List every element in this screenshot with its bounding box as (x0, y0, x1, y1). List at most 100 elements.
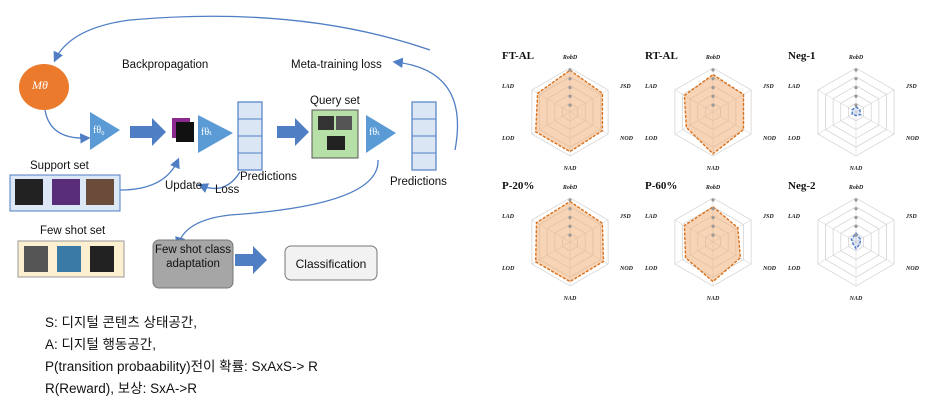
few-shot-class-label: Few shot class adaptation (154, 244, 232, 270)
radar-tick-dot (711, 103, 715, 107)
radar-chart (674, 67, 752, 157)
block-arrow-1 (130, 118, 166, 146)
radar-tick-dot (711, 233, 715, 237)
radar-spoke (817, 219, 857, 243)
notes-block: S: 디지털 콘텐츠 상태공간, A: 디지털 행동공간, P(transiti… (45, 312, 318, 400)
radar-tick-dot (854, 94, 858, 98)
radar-tick-dot (568, 103, 572, 107)
support-set-label: Support set (30, 160, 89, 172)
radar-series (683, 205, 742, 283)
radar-axis-label: RobD (705, 185, 721, 191)
radar-chart (817, 67, 895, 157)
block-arrow-2 (277, 118, 309, 146)
loss-label: Loss (215, 184, 240, 196)
classification-label: Classification (295, 257, 367, 271)
radar-axis-label: RobD (848, 55, 864, 61)
radar-spoke (817, 89, 857, 113)
radar-tick-dot (568, 207, 572, 211)
radar-chart (674, 197, 752, 287)
update-label: Update (165, 180, 203, 192)
radar-spoke (855, 89, 895, 113)
predictions-column-2 (411, 101, 437, 171)
radar-axis-label: JSD (763, 214, 774, 220)
radar-axis-label: NAD (849, 166, 863, 172)
predictions-label-2: Predictions (390, 176, 447, 188)
radar-title: FT-AL (502, 50, 534, 62)
meta-loss-label: Meta-training loss (291, 59, 382, 71)
radar-axis-label: NOD (906, 136, 919, 142)
radar-tick-dot (854, 77, 858, 81)
backprop-label: Backpropagation (122, 59, 209, 71)
radar-chart (817, 197, 895, 287)
m-theta-node (19, 64, 69, 110)
radar-axis-label: LOD (645, 266, 658, 272)
meta-learning-diagram (9, 15, 459, 289)
radar-series (683, 73, 745, 155)
radar-tick-dot (711, 68, 715, 72)
radar-tick-dot (568, 198, 572, 202)
radar-axis-label: NAD (706, 296, 720, 302)
radar-chart (531, 67, 609, 157)
radar-spoke (817, 241, 857, 265)
radar-tick-dot (711, 207, 715, 211)
m-to-f0-arrow (44, 109, 91, 144)
radar-axis-label: NAD (563, 166, 577, 172)
f-thetat2-node (366, 115, 396, 153)
radar-axis-label: LAD (645, 214, 657, 220)
radar-axis-label: LOD (645, 136, 658, 142)
radar-axis-label: NOD (620, 266, 633, 272)
radar-axis-label: NOD (763, 266, 776, 272)
predictions-column-1 (237, 101, 263, 171)
block-arrow-3 (235, 246, 267, 274)
predictions-label-1: Predictions (240, 171, 297, 183)
radar-axis-label: JSD (763, 84, 774, 90)
radar-tick-dot (568, 86, 572, 90)
backprop-arrow (53, 15, 431, 63)
radar-axis-label: NOD (620, 136, 633, 142)
radar-tick-dot (711, 198, 715, 202)
radar-tick-dot (854, 68, 858, 72)
radar-title: P-20% (502, 180, 535, 192)
radar-tick-dot (854, 224, 858, 228)
f-theta0-node (90, 112, 120, 150)
classification-box (284, 245, 378, 281)
radar-tick-dot (854, 233, 858, 237)
radar-chart (531, 197, 609, 287)
f-theta0-label: fθ₀ (93, 125, 105, 136)
radar-axis-label: RobD (705, 55, 721, 61)
few-shot-set-label: Few shot set (40, 225, 106, 237)
radar-tick-dot (854, 103, 858, 107)
loss-arrow (197, 171, 241, 193)
radar-axis-label: LAD (788, 84, 800, 90)
radar-tick-dot (568, 224, 572, 228)
radar-axis-label: RobD (848, 185, 864, 191)
radar-title: RT-AL (645, 50, 678, 62)
radar-axis-label: RobD (562, 185, 578, 191)
radar-tick-dot (854, 207, 858, 211)
f-thetat-label: fθₜ (201, 127, 212, 138)
radar-title: Neg-2 (788, 180, 816, 192)
radar-title: Neg-1 (788, 50, 816, 62)
radar-axis-label: JSD (620, 214, 631, 220)
radar-tick-dot (711, 224, 715, 228)
note-line: P(transition probaability)전이 확률: SxAxS->… (45, 359, 318, 374)
note-line: R(Reward), 보상: SxA->R (45, 381, 197, 396)
radar-tick-dot (568, 68, 572, 72)
radar-spoke (855, 219, 895, 243)
radar-tick-dot (854, 216, 858, 220)
f-thetat2-label: fθₜ (369, 127, 380, 138)
radar-axis-label: LAD (645, 84, 657, 90)
radar-tick-dot (711, 86, 715, 90)
radar-axis-label: RobD (562, 55, 578, 61)
radar-axis-label: NOD (906, 266, 919, 272)
radar-spoke (817, 111, 857, 135)
few-shot-class-box (152, 239, 234, 289)
radar-series (534, 200, 605, 283)
radar-grid: FT-AL RobD JSD NOD NAD LOD LAD RT-AL RobD JSD NOD N… (500, 40, 930, 302)
radar-axis-label: LOD (502, 136, 515, 142)
radar-axis-label: NAD (849, 296, 863, 302)
radar-axis-label: LAD (502, 214, 514, 220)
radar-series (534, 69, 604, 153)
radar-tick-dot (568, 94, 572, 98)
f-thetat-node (198, 115, 233, 153)
